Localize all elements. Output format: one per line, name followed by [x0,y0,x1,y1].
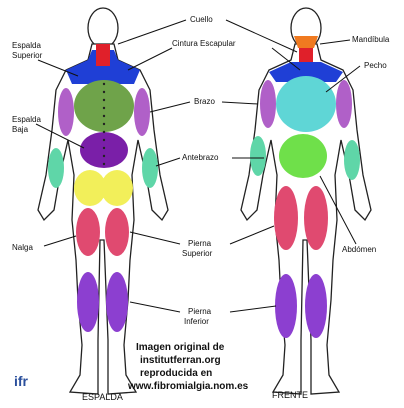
front-thigh-left [274,186,298,250]
front-forearm-left [250,136,266,176]
connector-lines [35,19,361,313]
credit-line-4: www.fibromialgia.nom.es [127,381,249,392]
back-neck-region [96,44,110,66]
front-jaw-region [294,36,318,48]
label-brazo: Brazo [194,97,215,106]
label-pierna-superior-1: Pierna [188,239,212,248]
front-arm-right [336,80,352,128]
credit-line-2: institutferran.org [140,355,221,366]
front-shoulder-region [269,62,343,82]
caption-espalda: ESPALDA [82,392,123,402]
back-calf-left [77,272,99,332]
front-abdomen-region [279,134,327,178]
credit-line-3: reproducida en [140,368,212,379]
back-shoulder-region [66,50,140,84]
back-upper-back-region [74,80,134,132]
back-head [87,7,119,49]
back-buttock-right [101,170,133,206]
label-espalda-superior-2: Superior [12,51,43,60]
back-forearm-left [48,148,64,188]
front-calf-left [275,274,297,338]
label-pierna-inferior-1: Pierna [188,307,212,316]
back-spine-dots [102,82,106,166]
front-thigh-right [304,186,328,250]
label-cuello: Cuello [190,15,213,24]
back-calf-right [106,272,128,332]
front-chest-region [276,76,336,132]
back-lower-back-region [80,132,128,168]
label-cintura-escapular: Cintura Escapular [172,39,236,48]
front-arm-left [260,80,276,128]
label-pierna-superior-2: Superior [182,249,213,258]
caption-frente: FRENTE [272,390,308,400]
back-thigh-right [105,208,129,256]
back-arm-left [58,88,74,136]
label-espalda-baja-1: Espalda [12,115,41,124]
label-pierna-inferior-2: Inferior [184,317,209,326]
back-figure [37,7,169,395]
ifr-logo: ifr [14,373,29,389]
label-nalga: Nalga [12,243,33,252]
label-espalda-baja-2: Baja [12,125,29,134]
back-thigh-left [76,208,100,256]
back-buttock-left [74,170,106,206]
front-calf-right [305,274,327,338]
label-antebrazo: Antebrazo [182,153,219,162]
label-pecho: Pecho [364,61,387,70]
front-neck-region [299,48,313,64]
front-forearm-right [344,140,360,180]
label-mandibula: Mandíbula [352,35,390,44]
front-figure [240,7,372,395]
back-arm-right [134,88,150,136]
back-forearm-right [142,148,158,188]
credit-line-1: Imagen original de [136,342,225,353]
label-espalda-superior-1: Espalda [12,41,41,50]
label-abdomen: Abdómen [342,245,376,254]
